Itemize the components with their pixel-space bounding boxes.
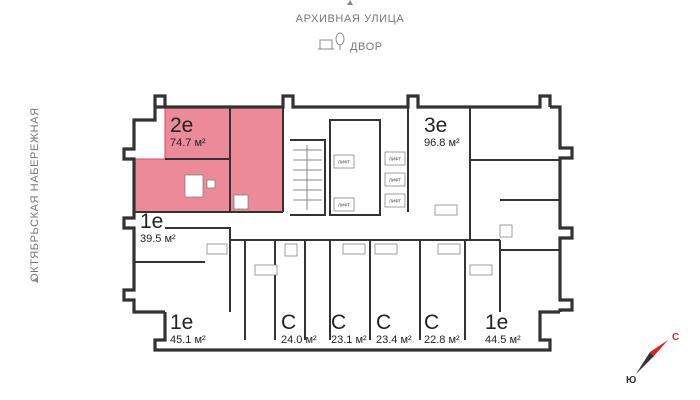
apartment-area: 96.8 м² xyxy=(424,137,460,149)
lift-label: ЛИФТ xyxy=(389,199,401,204)
bathtub-icon xyxy=(254,264,278,276)
compass-south-label: Ю xyxy=(626,375,636,386)
compass: С Ю xyxy=(626,332,679,386)
apartment-area: 22.8 м² xyxy=(424,334,460,346)
lift-label: ЛИФТ xyxy=(338,160,350,165)
apartment-1e-southeast[interactable]: 1e 44.5 м² xyxy=(485,311,521,346)
arrow-left-icon xyxy=(33,277,38,283)
apartment-1e-southwest[interactable]: 1e 45.1 м² xyxy=(170,311,206,346)
toilet-icon xyxy=(206,179,216,189)
apartment-c-1[interactable]: С 24.0 м² xyxy=(281,311,317,346)
apartment-type: 1e xyxy=(485,311,508,334)
courtyard-indicator: ДВОР xyxy=(318,32,383,53)
lift-box xyxy=(384,193,406,208)
lift-label: ЛИФТ xyxy=(389,178,401,183)
apartment-type: 3e xyxy=(424,114,447,137)
apartment-area: 24.0 м² xyxy=(281,334,317,346)
apartment-area: 44.5 м² xyxy=(485,334,521,346)
lift-box xyxy=(384,151,406,166)
street-label-top: АРХИВНАЯ УЛИЦА xyxy=(296,13,405,25)
lift-shafts: ЛИФТ ЛИФТ ЛИФТ ЛИФТ ЛИФТ xyxy=(333,151,406,212)
bathtub-icon xyxy=(434,204,458,216)
street-indicator-left: ОКТЯБРЬСКАЯ НАБЕРЕЖНАЯ xyxy=(29,107,41,282)
apartment-type: 1e xyxy=(140,210,163,233)
building-outline xyxy=(122,94,574,352)
street-indicator-top: АРХИВНАЯ УЛИЦА xyxy=(296,0,405,25)
apartment-area: 23.1 м² xyxy=(331,334,367,346)
bathroom-fixtures xyxy=(184,174,513,276)
apartment-type: С xyxy=(424,311,439,334)
street-label-left: ОКТЯБРЬСКАЯ НАБЕРЕЖНАЯ xyxy=(29,107,41,282)
bathtub-icon xyxy=(374,243,398,255)
toilet-icon xyxy=(499,224,513,238)
lift-box xyxy=(333,154,355,169)
lift-box xyxy=(333,197,355,212)
apartment-2e[interactable]: 2e 74.7 м² xyxy=(170,114,206,149)
bathtub-icon xyxy=(437,243,461,255)
apartment-type: 1e xyxy=(170,311,193,334)
sink-icon xyxy=(233,194,249,210)
apartment-area: 23.4 м² xyxy=(376,334,412,346)
compass-icon xyxy=(636,340,668,374)
apartment-type: 2e xyxy=(170,114,193,137)
apartment-type: С xyxy=(376,311,391,334)
arrow-up-icon xyxy=(347,0,353,5)
playground-tree-icon xyxy=(318,32,345,50)
apartment-c-3[interactable]: С 23.4 м² xyxy=(376,311,412,346)
lift-label: ЛИФТ xyxy=(338,203,350,208)
bathtub-icon xyxy=(342,243,366,255)
apartment-type: С xyxy=(331,311,346,334)
bathtub-icon xyxy=(184,174,204,198)
apartment-c-4[interactable]: С 22.8 м² xyxy=(424,311,460,346)
apartment-type: С xyxy=(281,311,296,334)
compass-north-label: С xyxy=(672,332,679,343)
lift-label: ЛИФТ xyxy=(389,157,401,162)
apartment-1e-west[interactable]: 1e 39.5 м² xyxy=(140,210,176,245)
shower-icon xyxy=(284,243,298,257)
apartment-3e[interactable]: 3e 96.8 м² xyxy=(424,114,460,149)
interior-walls xyxy=(134,107,560,340)
apartment-area: 45.1 м² xyxy=(170,334,206,346)
apartment-area: 74.7 м² xyxy=(170,137,206,149)
lift-box xyxy=(384,172,406,187)
apartment-area: 39.5 м² xyxy=(140,233,176,245)
bathtub-icon xyxy=(206,243,228,255)
apartment-c-2[interactable]: С 23.1 м² xyxy=(331,311,367,346)
courtyard-label: ДВОР xyxy=(350,41,383,53)
bathtub-icon xyxy=(469,264,493,276)
